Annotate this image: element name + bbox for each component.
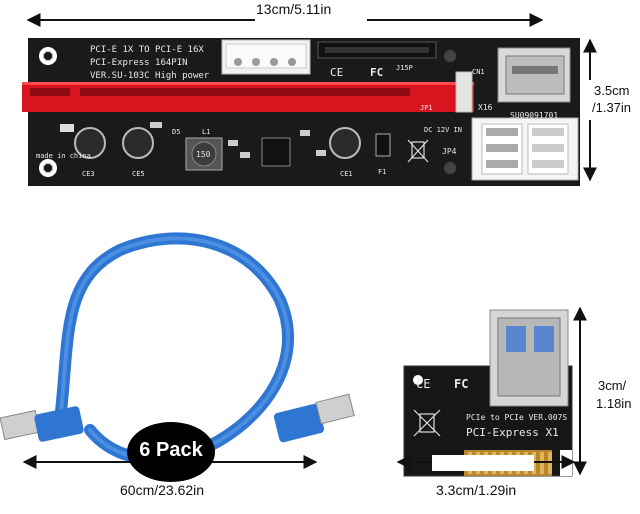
adapter-fc-mark: FC xyxy=(454,377,468,391)
controller-chip xyxy=(261,137,291,167)
board-ce3-label: CE3 xyxy=(82,170,95,178)
capacitors xyxy=(74,127,361,159)
board-ce1-label: CE1 xyxy=(340,170,353,178)
weee-bin-icon xyxy=(407,139,429,163)
board-x16-label: X16 xyxy=(478,103,493,112)
cable-length-label: 60cm/23.62in xyxy=(120,482,205,498)
inductor-label: 150 xyxy=(196,150,211,159)
adapter-height-label-line2: 1.18in xyxy=(596,396,632,411)
board-cn1-label: CN1 xyxy=(472,68,485,76)
board-height-label-line2: /1.37in xyxy=(592,100,632,115)
board-made-in: made in china xyxy=(36,152,91,160)
sata-connector xyxy=(317,41,437,59)
board-d5-label: D5 xyxy=(172,128,180,136)
adapter-usb-port xyxy=(489,309,569,407)
board-text-line1: PCI-E 1X TO PCI-E 16X xyxy=(90,45,204,55)
adapter-ce-mark: CE xyxy=(416,377,430,391)
pack-badge-text: 6 Pack xyxy=(139,439,203,461)
board-height-label-line1: 3.5cm xyxy=(594,83,630,98)
board-jp1-label: JP1 xyxy=(420,104,433,112)
board-fc-mark: FC xyxy=(370,66,383,79)
adapter-height-label-line1: 3cm/ xyxy=(598,378,627,393)
board-ce5-label: CE5 xyxy=(132,170,145,178)
pcie-x16-slot xyxy=(22,71,474,113)
board-text-line3: VER.SU-103C High power xyxy=(90,71,210,81)
riser-board: PCI-E 1X TO PCI-E 16X PCI-Express 164PIN… xyxy=(22,38,580,186)
inductor xyxy=(185,137,223,171)
board-dc-label: DC 12V IN xyxy=(424,126,462,134)
pcie-power-connector xyxy=(471,117,579,181)
board-j15p-label: J15P xyxy=(396,64,413,72)
molex-connector xyxy=(221,39,311,75)
usb-adapter-board: CE FC PCIe to PCIe VER.007S PCI-Express … xyxy=(403,309,573,477)
adapter-width-label: 3.3cm/1.29in xyxy=(436,482,517,498)
board-jp4-label: JP4 xyxy=(442,147,457,156)
adapter-weee-bin-icon xyxy=(413,409,441,437)
adapter-text-line2: PCI-Express X1 xyxy=(466,426,559,439)
board-ce-mark: CE xyxy=(330,66,343,79)
board-serial: SU09091701 xyxy=(510,111,558,120)
board-width-label: 13cm/5.11in xyxy=(256,1,332,17)
board-l1-label: L1 xyxy=(202,128,210,136)
pack-badge xyxy=(127,422,215,482)
board-text-line2: PCI-Express 164PIN xyxy=(90,58,188,68)
board-f1-label: F1 xyxy=(378,168,386,176)
usb-port xyxy=(497,47,571,103)
adapter-text-line1: PCIe to PCIe VER.007S xyxy=(466,413,567,422)
fuse xyxy=(375,133,391,157)
